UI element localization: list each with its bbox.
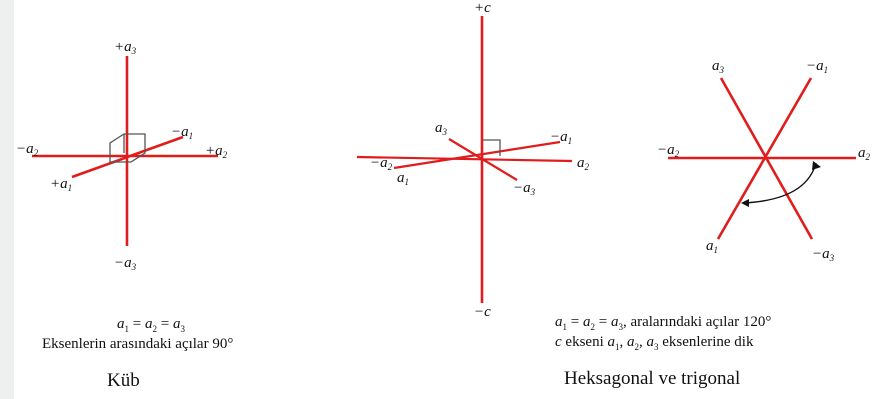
trig-label-neg-a1: −a1 xyxy=(806,58,828,75)
trigonal-angle-arc xyxy=(742,162,817,204)
cubic-right-angle-marker xyxy=(109,133,146,163)
hex-label-neg-a3: −a3 xyxy=(513,180,536,197)
hex-label-a1: a1 xyxy=(397,170,409,187)
cubic-title: Küb xyxy=(107,370,140,391)
hexagonal-right-angle-marker xyxy=(482,139,501,156)
cubic-label-neg-a1: −a1 xyxy=(171,124,193,141)
hexagonal-caption-perpendicular: c ekseni a1, a2, a3 eksenlerine dik xyxy=(555,334,754,352)
trigonal-arc-arrowhead-bottom xyxy=(741,199,749,207)
trig-label-a1: a1 xyxy=(706,238,718,255)
hexagonal-caption-equality: a1 = a2 = a3, aralarındaki açılar 120° xyxy=(555,314,772,332)
hex-label-neg-c: −c xyxy=(474,304,491,320)
trigonal-arc-arrowhead-top xyxy=(812,161,821,170)
hexagonal-title: Heksagonal ve trigonal xyxy=(564,368,741,389)
hex-label-pos-c: +c xyxy=(474,0,491,16)
hex-label-a3: a3 xyxy=(435,120,448,137)
trig-label-neg-a2: −a2 xyxy=(657,142,680,159)
left-edge-band xyxy=(0,0,14,399)
cubic-label-pos-a3: +a3 xyxy=(114,39,137,56)
cubic-label-pos-a1: +a1 xyxy=(50,176,72,193)
cubic-label-pos-a2: +a2 xyxy=(205,143,228,160)
hexagonal-a2-axis xyxy=(356,155,573,163)
trigonal-a1-axis xyxy=(716,77,813,240)
hex-label-a2: a2 xyxy=(577,155,590,172)
cubic-axes-group: +a3 −a3 −a2 +a2 −a1 +a1 xyxy=(16,39,228,272)
hexagonal-axes-group: +c −c a3 −a1 −a2 a2 a1 −a3 xyxy=(356,0,590,320)
cubic-label-neg-a3: −a3 xyxy=(114,255,137,272)
hex-label-neg-a1: −a1 xyxy=(550,129,572,146)
cubic-label-neg-a2: −a2 xyxy=(16,141,39,158)
trigonal-axes-group: a3 −a1 −a2 a2 a1 −a3 xyxy=(657,58,871,263)
cubic-a1-axis xyxy=(71,135,184,179)
trig-label-a2: a2 xyxy=(858,145,871,162)
hex-label-neg-a2: −a2 xyxy=(370,155,393,172)
cubic-caption-equality: a1 = a2 = a3 xyxy=(117,316,185,334)
hexagonal-a3-axis xyxy=(448,138,518,181)
trigonal-a3-axis xyxy=(719,77,814,240)
trig-label-neg-a3: −a3 xyxy=(812,246,835,263)
cubic-caption-angles: Eksenlerin arasındaki açılar 90° xyxy=(42,336,234,352)
trig-label-a3: a3 xyxy=(712,58,725,75)
